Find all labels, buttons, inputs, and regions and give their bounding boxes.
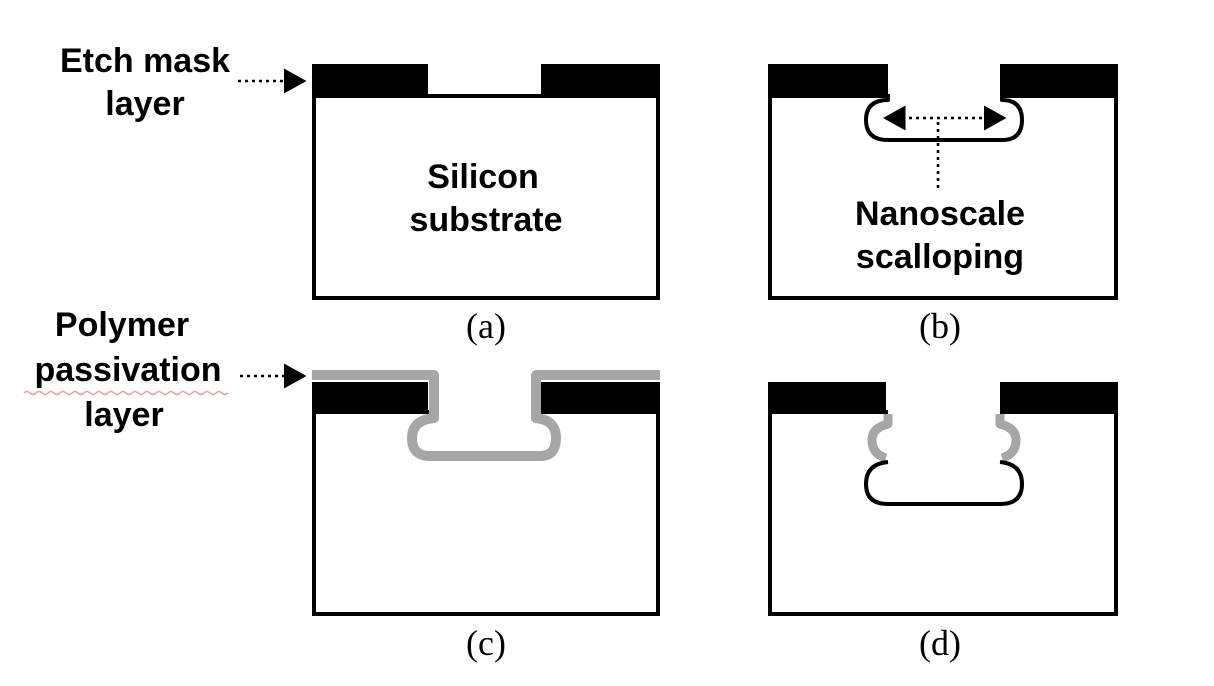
panel-b-mask-right: [1000, 64, 1118, 98]
panel-d: (d): [768, 382, 1118, 663]
spellcheck-underline: [23, 390, 229, 396]
panel-c-mask-left: [312, 382, 428, 414]
panel-c: (c): [312, 370, 660, 663]
caption-a: (a): [466, 306, 506, 346]
panel-c-polymer-passivation-layer: [312, 370, 660, 461]
panel-d-mask-left: [768, 382, 886, 414]
polymer-label-line2: passivation: [34, 351, 221, 389]
nanoscale-label-line1: Nanoscale: [855, 195, 1025, 233]
panel-d-passivation-left: [867, 414, 893, 463]
panel-d-passivation-right: [995, 414, 1021, 463]
panel-c-trench-cavity: [408, 408, 560, 458]
panel-d-upper-cavity: [888, 410, 1000, 462]
nanoscale-label-line2: scalloping: [856, 238, 1024, 276]
panel-a-mask-right: [541, 64, 660, 98]
silicon-label-line1: Silicon: [427, 158, 538, 196]
caption-d: (d): [919, 623, 961, 663]
panel-d-scallop-opening: [890, 458, 998, 466]
polymer-label-line1: Polymer: [55, 306, 189, 344]
panel-c-mask-right: [541, 382, 660, 414]
polymer-label-line3: layer: [84, 396, 163, 434]
etch-mask-label-line1: Etch mask: [60, 42, 230, 80]
panel-b-opening: [890, 94, 1000, 100]
panel-b: Nanoscale scalloping (b): [768, 64, 1118, 346]
caption-b: (b): [919, 306, 961, 346]
etch-mask-label-line2: layer: [105, 85, 184, 123]
panel-d-new-scallop: [864, 460, 1024, 506]
panel-d-mask-right: [1000, 382, 1118, 414]
panel-b-mask-left: [768, 64, 888, 98]
panel-a: Silicon substrate (a): [312, 64, 660, 346]
caption-c: (c): [466, 623, 506, 663]
silicon-label-line2: substrate: [409, 201, 562, 239]
panel-a-mask-left: [312, 64, 428, 98]
panel-a-substrate: [312, 94, 660, 300]
